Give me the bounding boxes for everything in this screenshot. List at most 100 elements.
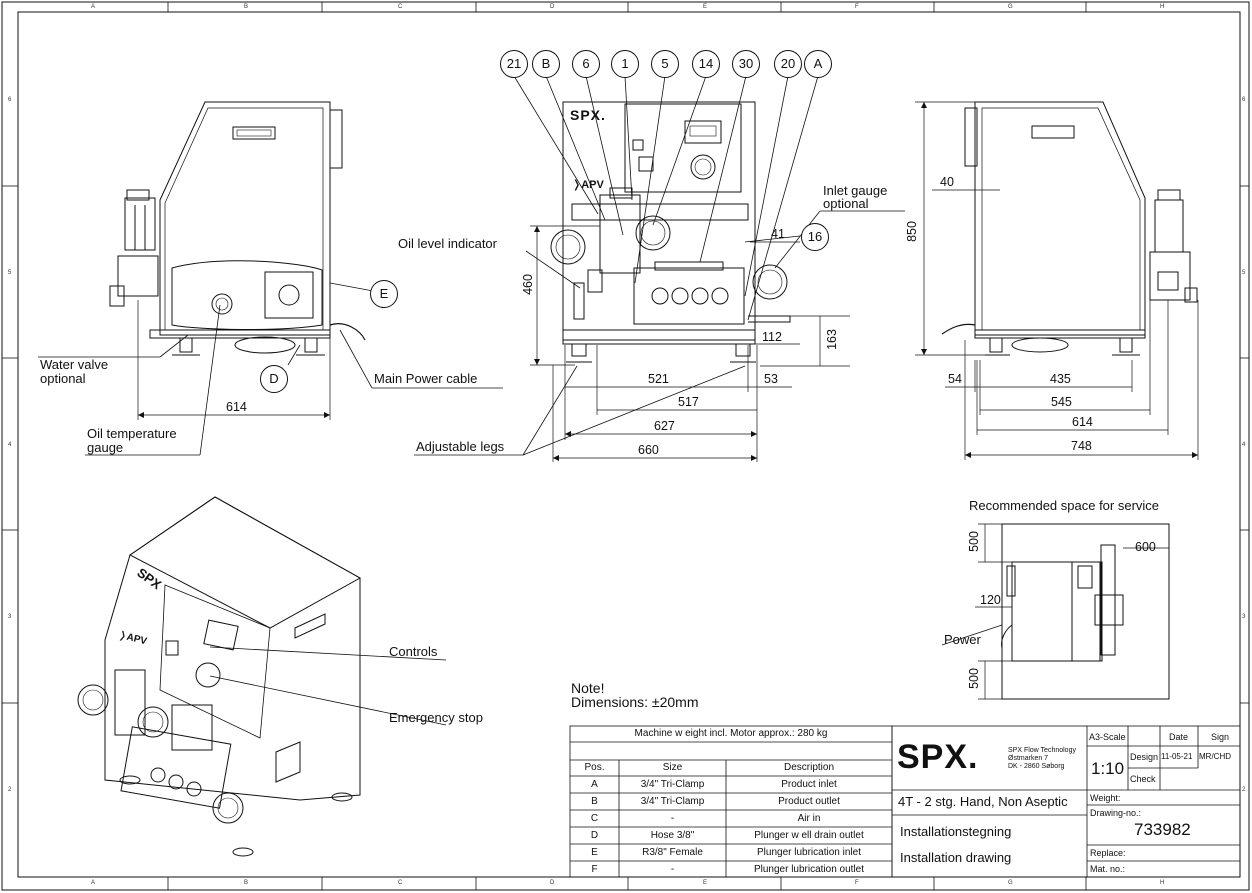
inlet-gauge-label: Inlet gauge	[823, 183, 888, 198]
zone-letter-bottom: A	[91, 880, 96, 886]
zone-number-left: 5	[8, 270, 12, 276]
service-dimension-600: 600	[1135, 540, 1156, 554]
zone-letter-top: B	[244, 4, 249, 10]
company-name: SPX Flow Technology	[1008, 747, 1076, 754]
drawing-title-english: Installation drawing	[900, 850, 1012, 865]
parts-table-grid	[569, 725, 893, 878]
dimension-748: 748	[1071, 439, 1092, 453]
zone-letter-bottom: C	[398, 880, 403, 886]
drawing-number-label: Drawing-no.:	[1090, 808, 1142, 818]
zone-number-left: 2	[8, 787, 12, 793]
machine-weight-line: Machine w eight incl. Motor approx.: 280…	[634, 728, 828, 739]
scale-label: A3-Scale	[1089, 732, 1126, 742]
left-side-view	[109, 101, 366, 356]
zone-letter-top: A	[91, 4, 96, 10]
table-cell-description: Plunger lubrication outlet	[753, 864, 865, 875]
leader-lines	[38, 75, 1003, 726]
position-bubble-30: 30	[732, 50, 760, 78]
table-header-size: Size	[662, 762, 683, 773]
table-cell-pos: E	[591, 847, 598, 858]
machine-title: 4T - 2 stg. Hand, Non Aseptic	[898, 794, 1068, 809]
dimension-660: 660	[638, 443, 659, 457]
table-cell-pos: A	[591, 779, 598, 790]
dimension-614-right: 614	[1072, 415, 1093, 429]
dimension-lines	[137, 101, 1199, 700]
dimension-435: 435	[1050, 372, 1071, 386]
dimension-850: 850	[904, 221, 919, 242]
table-cell-size: -	[670, 864, 675, 875]
adjustable-legs-label: Adjustable legs	[416, 439, 505, 454]
position-bubble-5: 5	[651, 50, 679, 78]
note-dimensions: Dimensions: ±20mm	[571, 694, 699, 710]
drawing-number: 733982	[1134, 820, 1191, 839]
table-cell-description: Plunger lubrication inlet	[757, 847, 861, 858]
table-header-description: Description	[783, 762, 835, 773]
zone-number-left: 4	[8, 442, 12, 448]
zone-letter-bottom: B	[244, 880, 249, 886]
dimension-112: 112	[762, 330, 782, 344]
front-spx-logo: SPX.	[570, 107, 606, 123]
table-cell-description: Product outlet	[778, 796, 840, 807]
zone-number-right: 3	[1242, 614, 1246, 620]
position-bubble-21: 21	[500, 50, 528, 78]
zone-number-right: 2	[1242, 787, 1246, 793]
dimension-545: 545	[1051, 395, 1072, 409]
service-dimension-500-bottom: 500	[966, 668, 981, 689]
zone-number-right: 6	[1242, 97, 1246, 103]
table-cell-size: 3/4" Tri-Clamp	[640, 779, 705, 790]
zone-letter-bottom: H	[1160, 880, 1165, 886]
position-bubble-6: 6	[572, 50, 600, 78]
replace-label: Replace:	[1090, 848, 1126, 858]
position-bubble-B: B	[532, 50, 560, 78]
oil-temperature-gauge-label: Oil temperature	[87, 426, 177, 441]
controls-label: Controls	[389, 644, 438, 659]
check-label: Check	[1130, 774, 1156, 784]
isometric-view	[77, 496, 362, 857]
design-sign: MR/CHD	[1199, 752, 1231, 761]
zone-letter-bottom: E	[703, 880, 708, 886]
table-cell-pos: C	[590, 813, 599, 824]
zone-letter-bottom: F	[855, 880, 859, 886]
table-cell-pos: F	[591, 864, 598, 875]
position-bubble-16: 16	[801, 223, 829, 251]
zone-number-left: 3	[8, 614, 12, 620]
front-apv-badge: ❭APV	[572, 179, 604, 191]
design-label: Design	[1130, 752, 1159, 762]
dimension-53: 53	[764, 372, 778, 386]
zone-letter-top: C	[398, 4, 403, 10]
dimension-163: 163	[824, 329, 839, 350]
weight-label: Weight:	[1090, 793, 1121, 803]
service-dimension-500-top: 500	[966, 531, 981, 552]
zone-number-left: 6	[8, 97, 12, 103]
spx-logo: SPX.	[897, 738, 979, 776]
table-cell-description: Product inlet	[781, 779, 837, 790]
position-bubble-1: 1	[611, 50, 639, 78]
service-space-view	[1001, 523, 1170, 700]
table-cell-size: R3/8" Female	[642, 847, 703, 858]
front-view	[550, 101, 791, 363]
zone-letter-top: G	[1008, 4, 1013, 10]
note-title: Note!	[571, 680, 605, 696]
material-number-label: Mat. no.:	[1090, 864, 1126, 874]
company-city: DK - 2860 Søborg	[1008, 763, 1065, 770]
company-street: Østmarken 7	[1008, 755, 1049, 762]
table-header-pos: Pos.	[584, 762, 605, 773]
table-cell-description: Plunger w ell drain outlet	[754, 830, 864, 841]
zone-letter-top: H	[1160, 4, 1165, 10]
dimension-517: 517	[678, 395, 699, 409]
zone-letter-bottom: G	[1008, 880, 1013, 886]
position-bubble-20: 20	[774, 50, 802, 78]
dimension-614-left: 614	[226, 400, 247, 414]
power-label: Power	[944, 632, 981, 647]
dimension-627: 627	[654, 419, 675, 433]
position-bubble-D: D	[260, 365, 288, 393]
zone-number-right: 4	[1242, 442, 1246, 448]
main-power-cable-label: Main Power cable	[374, 371, 478, 386]
dimension-521: 521	[648, 372, 669, 386]
table-cell-size: -	[670, 813, 675, 824]
dimension-40: 40	[940, 175, 954, 189]
sign-header: Sign	[1211, 732, 1230, 742]
zone-letter-top: E	[703, 4, 708, 10]
right-side-view	[941, 101, 1198, 356]
